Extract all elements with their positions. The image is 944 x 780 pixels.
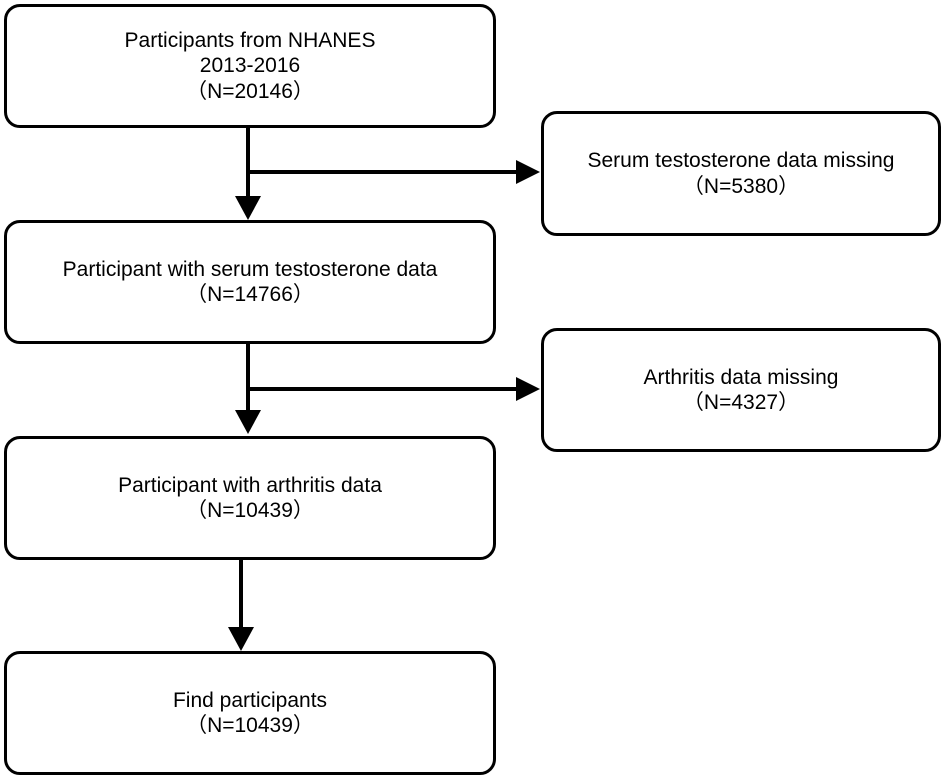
box-arthritis-missing: Arthritis data missing （N=4327） [541, 328, 941, 452]
arrowhead-right-arthritis-missing [516, 377, 540, 401]
box-final-participants-count: （N=10439） [186, 714, 314, 737]
box-participants-nhanes-count: （N=20146） [186, 79, 314, 103]
arrowhead-right-serum-missing [516, 160, 540, 184]
box-arthritis-missing-count: （N=4327） [682, 391, 800, 414]
box-arthritis-data-count: （N=10439） [186, 499, 314, 522]
box-serum-data-count: （N=14766） [186, 283, 314, 306]
box-serum-data-title: Participant with serum testosterone data [62, 257, 438, 281]
box-final-participants-title: Find participants [172, 688, 328, 712]
box-participants-nhanes-title: Participants from NHANES [124, 29, 376, 53]
box-serum-missing: Serum testosterone data missing （N=5380） [541, 111, 941, 236]
box-serum-missing-title: Serum testosterone data missing [587, 149, 895, 173]
box-arthritis-missing-title: Arthritis data missing [643, 365, 839, 389]
box-participants-nhanes-years: 2013-2016 [199, 54, 301, 78]
arrowhead-down-serum [235, 196, 261, 220]
arrowhead-down-arthritis [235, 410, 261, 434]
box-arthritis-data-title: Participant with arthritis data [118, 473, 382, 497]
box-final-participants: Find participants （N=10439） [4, 651, 496, 775]
box-arthritis-data: Participant with arthritis data （N=10439… [4, 436, 496, 560]
arrowhead-down-final [228, 627, 254, 651]
box-serum-data: Participant with serum testosterone data… [4, 220, 496, 344]
box-participants-nhanes: Participants from NHANES 2013-2016 （N=20… [4, 4, 496, 128]
box-serum-missing-count: （N=5380） [682, 174, 800, 198]
